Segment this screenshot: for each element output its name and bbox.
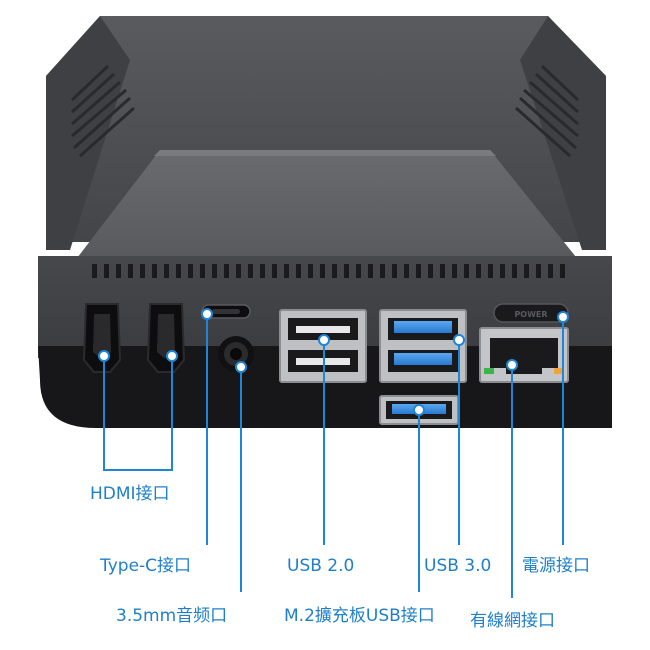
label-typec: Type-C接口 (100, 556, 192, 576)
label-audio: 3.5mm音频口 (116, 606, 228, 626)
right-vent-icon (515, 64, 580, 158)
hdmi-port-1 (82, 303, 122, 373)
callout-lines (103, 314, 564, 598)
label-hdmi: HDMI接口 (90, 484, 170, 504)
case-top-shell (46, 16, 606, 262)
label-power: 電源接口 (522, 556, 590, 576)
label-m2usb: M.2擴充板USB接口 (284, 606, 435, 626)
power-button-text: POWER (514, 310, 547, 319)
ethernet-port (479, 327, 569, 383)
callout-dots (98, 308, 569, 416)
label-ethernet: 有線網接口 (470, 611, 555, 631)
left-vent-icon (70, 64, 135, 158)
power-button: POWER (493, 303, 569, 323)
hdmi-port-2 (146, 303, 186, 373)
label-usb2: USB 2.0 (287, 556, 355, 576)
front-vent-icon (92, 264, 565, 278)
usb3-ports (379, 309, 467, 383)
label-usb3: USB 3.0 (424, 556, 492, 576)
